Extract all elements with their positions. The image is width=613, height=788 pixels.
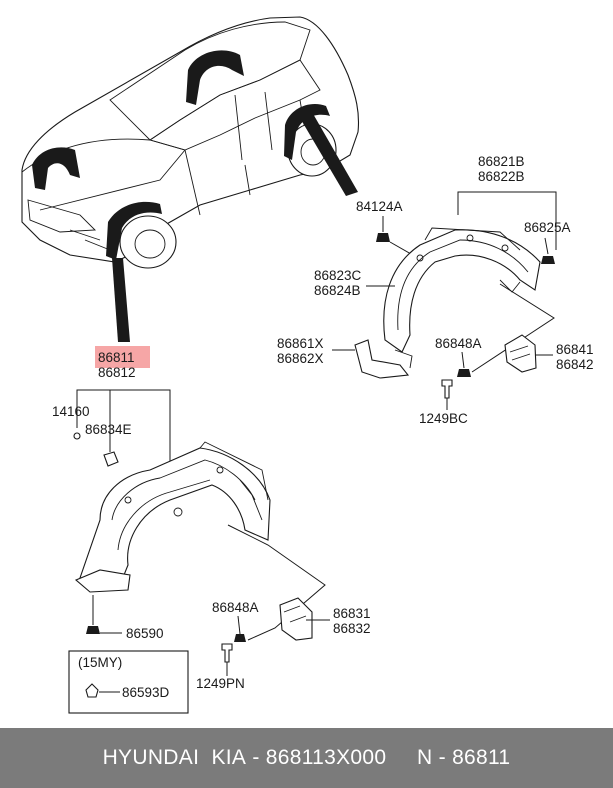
car-illustration xyxy=(21,16,360,342)
rear-wheel-guard-group: 86821B 86822B 84124A 86825A 86823C 86824… xyxy=(277,154,594,426)
bolt-1249PN-icon xyxy=(221,643,233,663)
mudguard-86841-icon xyxy=(504,334,537,373)
footer-brand: HYUNDAI KIA xyxy=(102,746,247,769)
parts-diagram: 86811 86812 14160 86834E xyxy=(21,16,594,714)
label-86831[interactable]: 86831 xyxy=(333,606,371,621)
wheel-guard-86821B-icon xyxy=(383,227,541,353)
highlight-86811 xyxy=(95,346,150,368)
label-84124A[interactable]: 84124A xyxy=(356,199,403,214)
label-86825A[interactable]: 86825A xyxy=(524,220,571,235)
label-86821B[interactable]: 86821B xyxy=(478,154,525,169)
label-1249PN[interactable]: 1249PN xyxy=(196,676,245,691)
label-86824B[interactable]: 86824B xyxy=(314,283,361,298)
label-15MY[interactable]: (15MY) xyxy=(78,655,122,670)
label-86832[interactable]: 86832 xyxy=(333,621,371,636)
clip-86834E-icon xyxy=(103,451,119,467)
label-86590[interactable]: 86590 xyxy=(126,626,164,641)
nut-86848A-lower-icon xyxy=(234,634,246,642)
mudguard-86831-icon xyxy=(279,597,313,641)
label-86593D[interactable]: 86593D xyxy=(122,685,170,700)
label-86848A-upper[interactable]: 86848A xyxy=(435,336,482,351)
label-86834E[interactable]: 86834E xyxy=(85,422,132,437)
label-86842[interactable]: 86842 xyxy=(556,357,594,372)
screw-14160-icon xyxy=(73,432,81,440)
label-86812[interactable]: 86812 xyxy=(98,365,136,380)
front-wheel-guard-group: 86811 86812 14160 86834E xyxy=(52,346,371,714)
option-box-15MY xyxy=(68,650,189,714)
label-14160[interactable]: 14160 xyxy=(52,404,90,419)
footer-part-number: 868113X000 xyxy=(265,746,387,769)
label-86811[interactable]: 86811 xyxy=(98,350,135,365)
label-86862X[interactable]: 86862X xyxy=(277,351,324,366)
clip-86825A-icon xyxy=(541,256,555,264)
bracket-86861X-icon xyxy=(354,339,413,379)
footer-catalog-number: 86811 xyxy=(452,746,511,769)
label-1249BC[interactable]: 1249BC xyxy=(419,411,468,426)
wheel-guard-86811-icon xyxy=(74,441,271,593)
label-86848A-lower[interactable]: 86848A xyxy=(212,600,259,615)
label-86823C[interactable]: 86823C xyxy=(314,268,362,283)
label-86861X[interactable]: 86861X xyxy=(277,336,324,351)
label-86841[interactable]: 86841 xyxy=(556,342,594,357)
nut-86848A-upper-icon xyxy=(457,369,471,377)
label-86822B[interactable]: 86822B xyxy=(478,169,525,184)
bolt-1249BC-icon xyxy=(441,379,453,399)
clip-86593D-icon xyxy=(85,683,99,698)
footer-bar: HYUNDAI KIA - 868113X000 N - 86811 xyxy=(0,728,613,788)
nut-86590-icon xyxy=(86,626,100,634)
nut-84124A-icon xyxy=(376,233,390,242)
